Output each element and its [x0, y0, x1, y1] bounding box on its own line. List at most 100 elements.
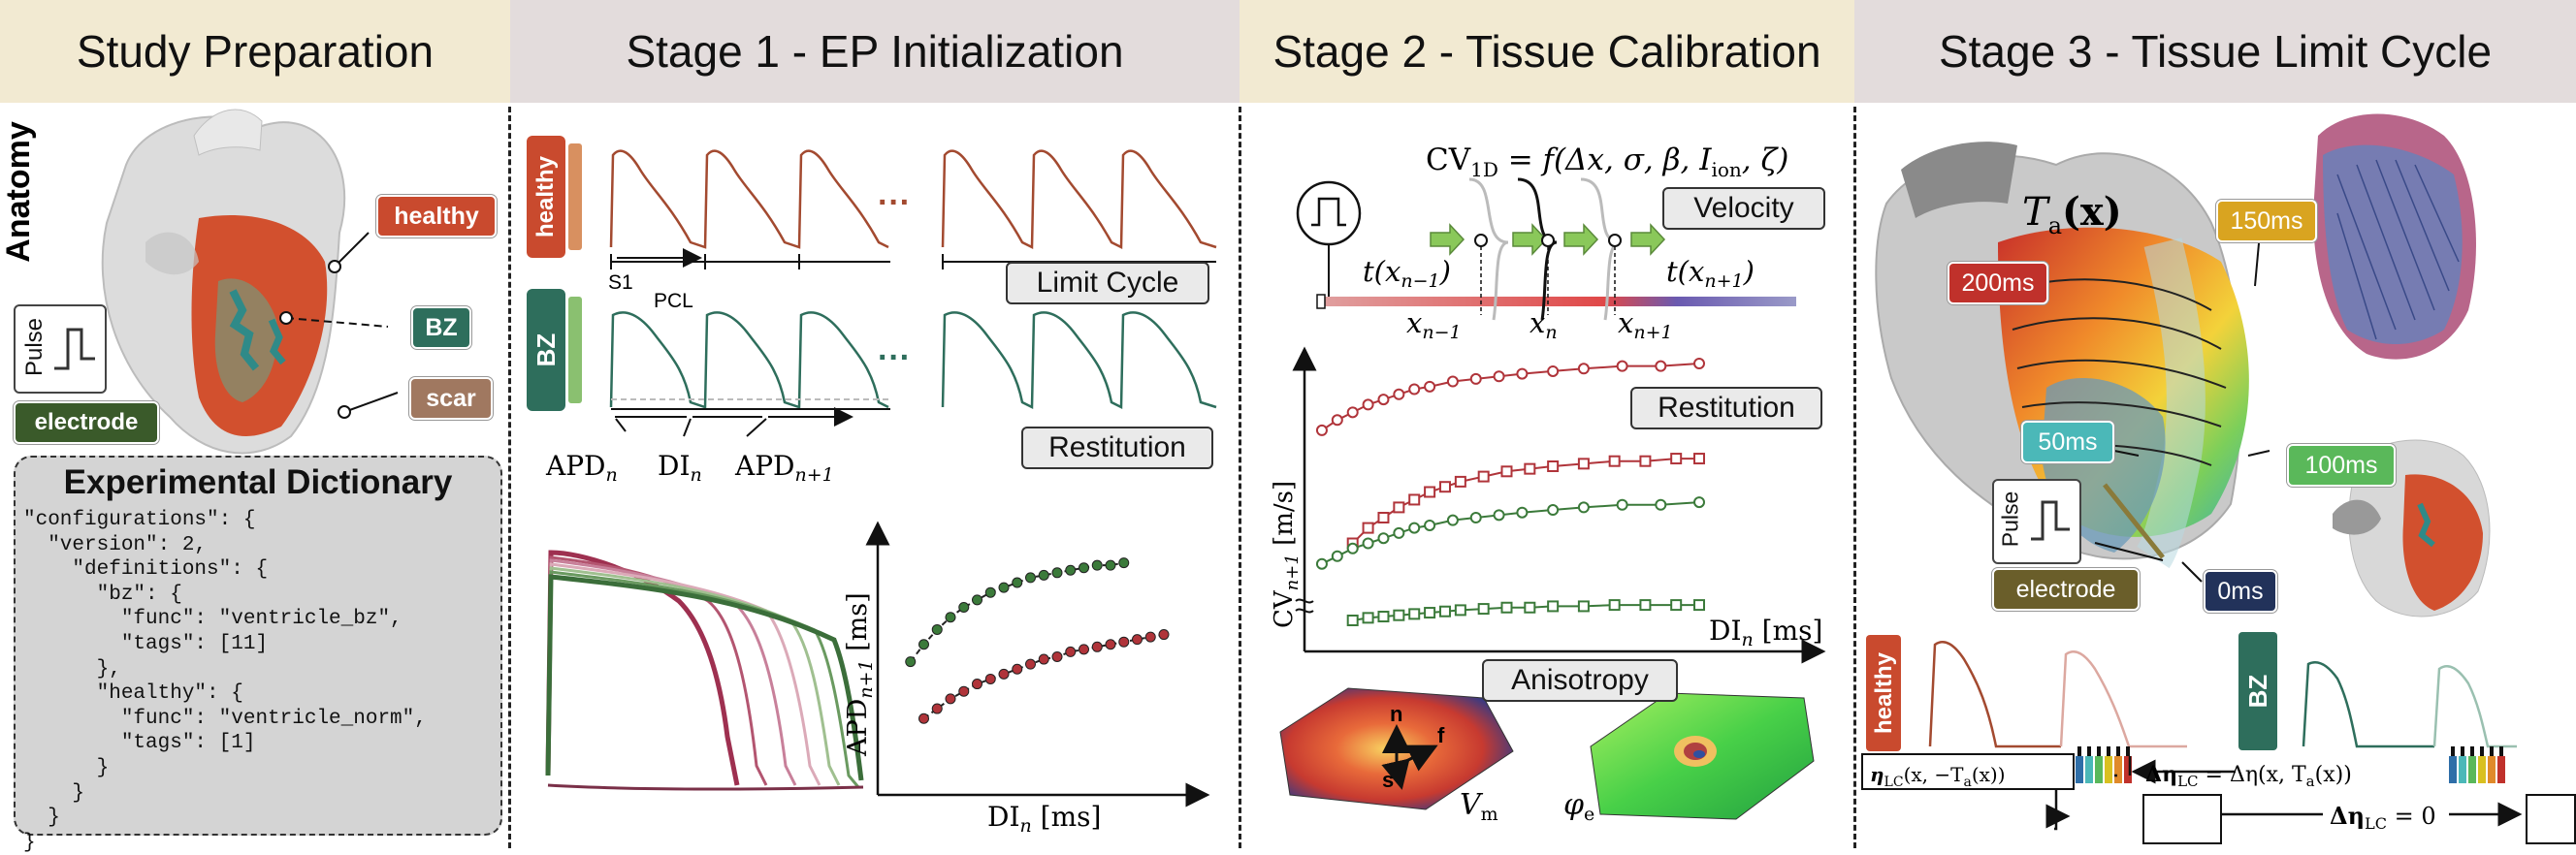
data-point [1331, 550, 1343, 562]
data-point [1346, 542, 1359, 554]
data-point [1424, 519, 1436, 531]
data-point [1331, 414, 1343, 427]
delta-eq-label: ΔηLC = Δη(x, Ta(x)) [2145, 762, 2352, 790]
phi-tissue-block [1590, 692, 1815, 820]
data-point [1438, 481, 1451, 493]
data-point [1424, 380, 1436, 393]
data-point [1408, 493, 1421, 506]
data-point [1377, 394, 1390, 406]
data-point [1025, 572, 1036, 584]
data-point [1516, 506, 1529, 519]
dictionary-title: Experimental Dictionary [63, 463, 453, 501]
apd-restitution-points [905, 557, 1170, 724]
data-point [1493, 509, 1505, 522]
bz-tag-box [527, 289, 565, 411]
data-point [1346, 615, 1359, 626]
phase-bars-bz [2449, 746, 2505, 783]
data-point [945, 612, 956, 623]
data-point [1158, 629, 1170, 641]
bz-tag-box [2238, 632, 2277, 750]
data-point [1493, 370, 1505, 383]
marker-dot [338, 405, 351, 419]
data-point [931, 623, 943, 635]
data-point [1118, 636, 1130, 648]
t-next-label: t(xn+1) [1666, 255, 1755, 292]
data-point [1438, 605, 1451, 618]
data-point [1547, 600, 1560, 613]
time-100ms-tag: 100ms [2287, 444, 2396, 487]
data-point [945, 693, 956, 705]
eta-box-label: ηLC(x, −Ta(x)) [1870, 763, 2006, 790]
header-study-preparation: Study Preparation [0, 0, 510, 103]
phase-bar-tick [2451, 746, 2455, 756]
phase-bar-tick [2470, 746, 2474, 756]
result-box-a [2142, 794, 2222, 844]
ellipsis-bz: ··· [878, 339, 911, 376]
marker-dot [328, 260, 341, 273]
anatomy-leader-lines [285, 232, 399, 413]
data-point [1655, 498, 1667, 511]
result-box-b [2526, 794, 2576, 844]
data-point [1025, 658, 1036, 670]
data-point [1693, 496, 1705, 509]
time-50ms-tag: 50ms [2021, 421, 2114, 463]
pulse-icon [54, 328, 95, 370]
heart-anatomy [101, 109, 346, 455]
data-point [1639, 599, 1652, 612]
stage3-pulse-label: Pulse [1997, 491, 2023, 548]
s1-label: S1 [608, 271, 633, 294]
data-point [1393, 609, 1405, 621]
time-0ms-tag: 0ms [2204, 570, 2277, 613]
data-point [1408, 522, 1421, 534]
vm-tissue-block [1279, 687, 1514, 810]
data-point [1315, 557, 1328, 570]
data-point [1346, 406, 1359, 419]
healthy-tissue-strip [568, 143, 582, 250]
anisotropy-label: Anisotropy [1482, 659, 1678, 702]
header-stage1: Stage 1 - EP Initialization [510, 0, 1240, 103]
pulse-box: Pulse [14, 304, 107, 394]
data-point [1315, 424, 1328, 436]
data-point [1577, 600, 1590, 613]
divider [508, 107, 511, 848]
data-point [1454, 475, 1466, 488]
phase-bar [2105, 756, 2112, 783]
data-point [905, 656, 917, 668]
data-point [958, 685, 970, 697]
data-point [1469, 372, 1482, 385]
time-200ms-tag: 200ms [1948, 262, 2048, 304]
phase-bar-tick [2087, 746, 2091, 756]
phase-bar [2124, 756, 2132, 783]
anatomy-label: Anatomy [0, 121, 37, 263]
eta-box [1861, 753, 2075, 790]
header-stage3: Stage 3 - Tissue Limit Cycle [1854, 0, 2576, 103]
divider [1239, 107, 1241, 848]
marker-dot [279, 311, 293, 325]
phase-bar-tick [2499, 746, 2503, 756]
stage3-pulse-icon [2031, 500, 2070, 541]
data-point [984, 586, 996, 598]
velocity-label: Velocity [1662, 187, 1825, 230]
data-point [1670, 453, 1683, 465]
phase-bar-tick [2480, 746, 2484, 756]
data-point [931, 703, 943, 714]
apd-axis-xlabel: DIn [ms] [987, 801, 1101, 837]
bz-tag: BZ [411, 306, 471, 349]
healthy-tag-box [527, 136, 565, 258]
data-point [1377, 611, 1390, 623]
data-point [1577, 458, 1590, 470]
bz-ap-traces [609, 311, 1217, 410]
data-point [1547, 460, 1560, 472]
data-point [1012, 663, 1023, 675]
phase-bar [2497, 756, 2505, 783]
data-point [1608, 455, 1621, 467]
phase-bar-tick [2126, 746, 2130, 756]
data-point [984, 673, 996, 684]
ta-label: Ta(x) [2022, 189, 2122, 239]
data-point [1469, 512, 1482, 523]
phase-bar-tick [2490, 746, 2494, 756]
data-point [1393, 388, 1405, 400]
phase-bar [2085, 756, 2093, 783]
data-point [1547, 504, 1560, 517]
